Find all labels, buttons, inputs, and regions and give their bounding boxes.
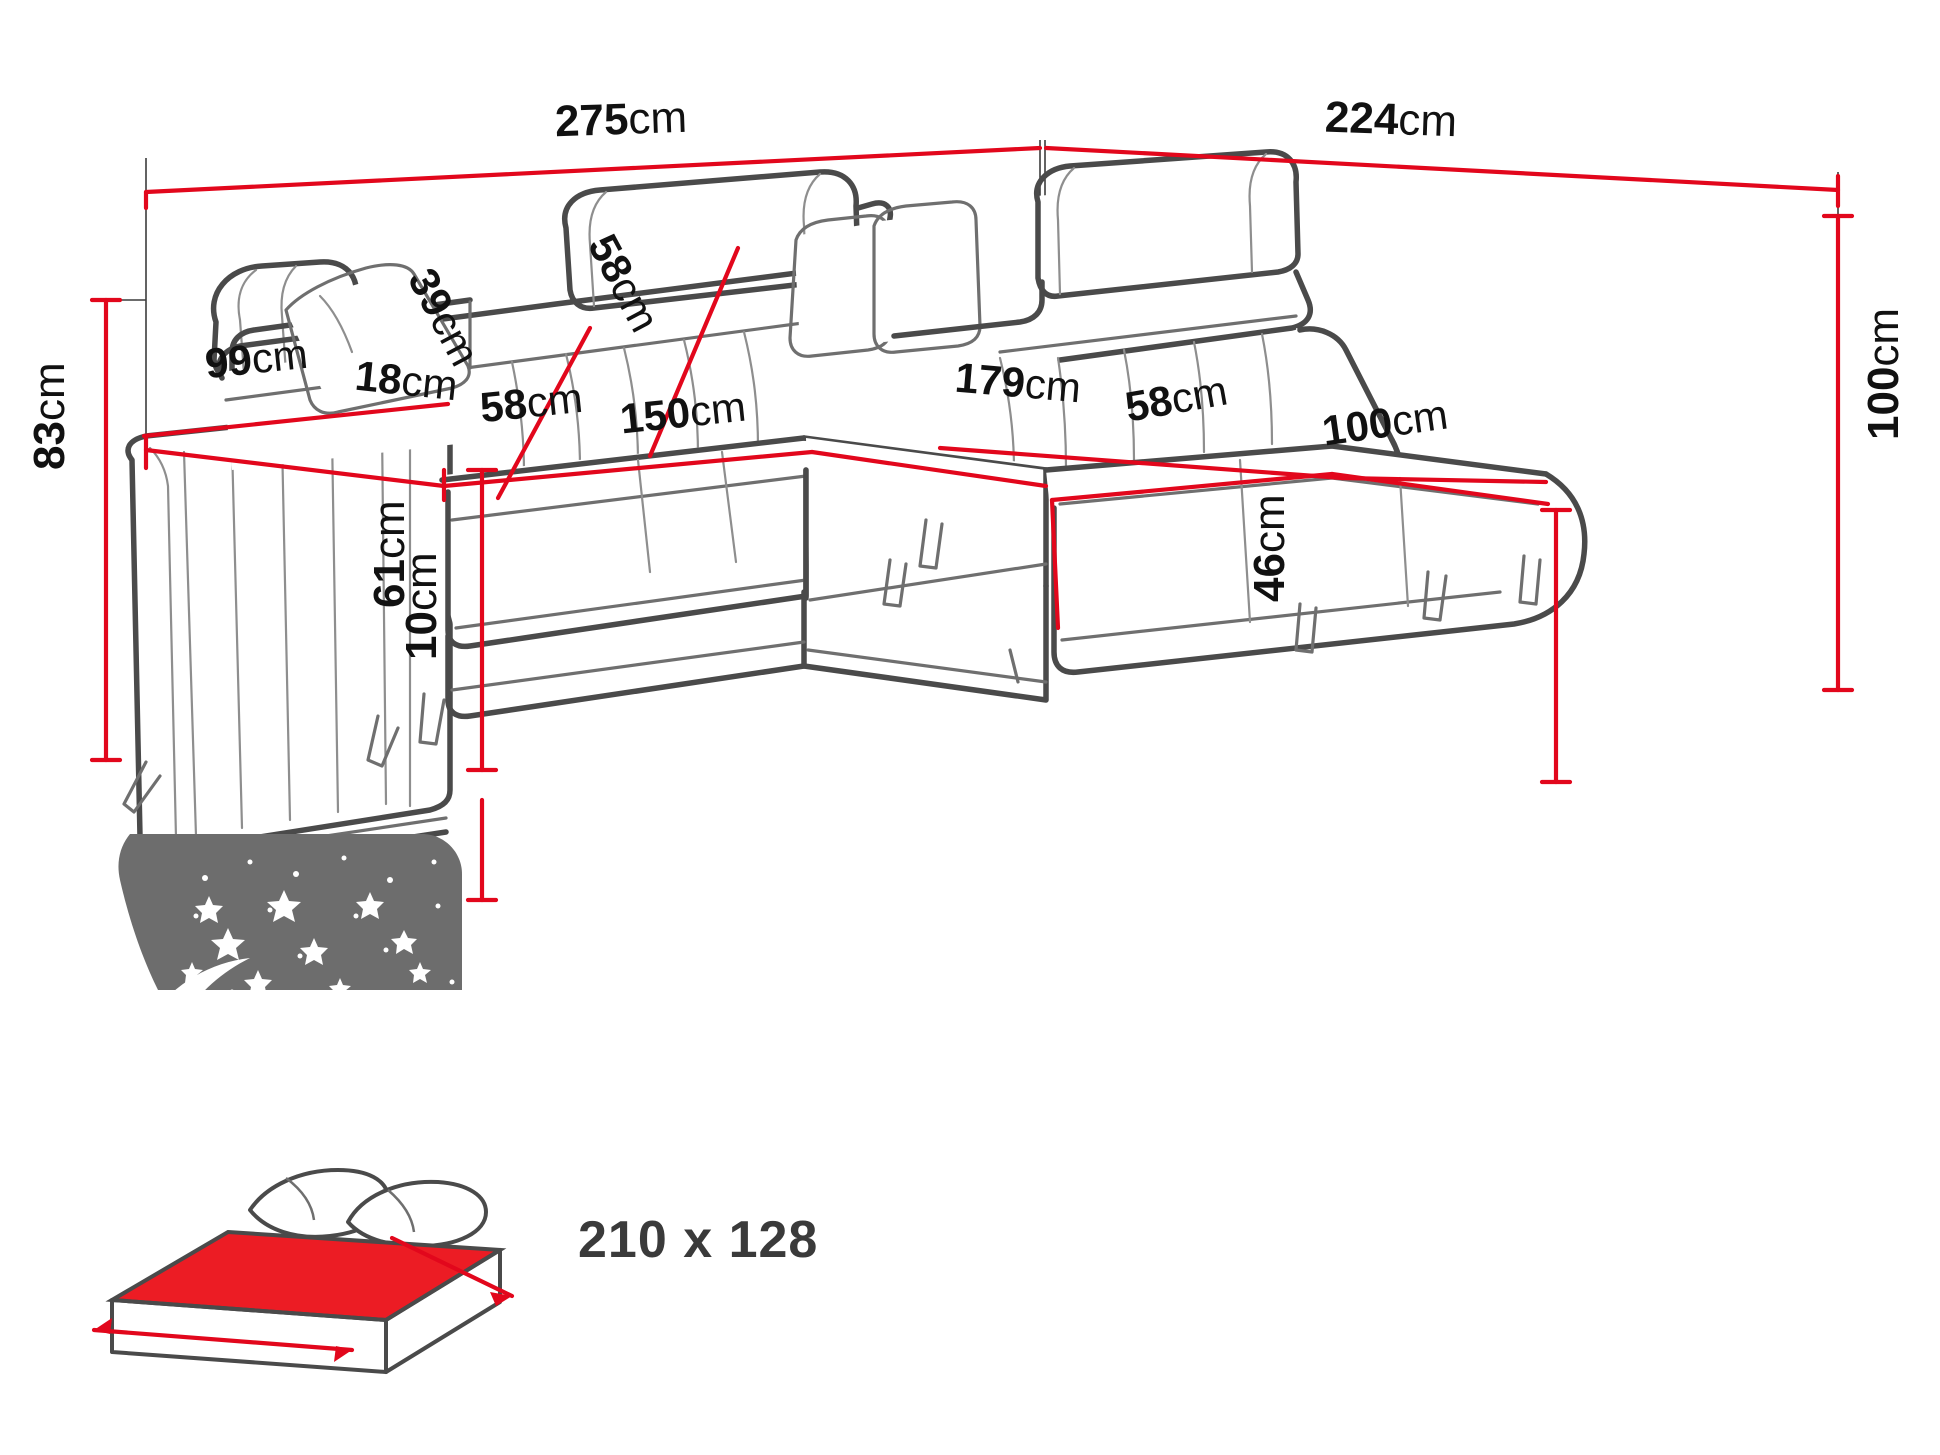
dimension-unit: cm bbox=[687, 382, 749, 436]
dimension-value: 100 bbox=[1319, 398, 1396, 455]
dimension-label-armrest-width: 18cm bbox=[352, 351, 460, 410]
dimension-unit: cm bbox=[1245, 494, 1294, 554]
sleeping-area-value: 210 x 128 bbox=[578, 1211, 819, 1269]
dimension-label-total-height-left: 83cm bbox=[25, 362, 74, 470]
sofa-legs bbox=[122, 518, 1542, 814]
dimension-value: 46 bbox=[1245, 553, 1294, 602]
dimension-label-leg-height: 10cm bbox=[397, 552, 446, 660]
dimension-unit: cm bbox=[524, 373, 585, 427]
dimension-unit: cm bbox=[1859, 307, 1908, 367]
dimension-value: 58 bbox=[1121, 376, 1176, 431]
dimension-label-seat-depth-left: 58cm bbox=[477, 373, 585, 432]
dimension-value: 10 bbox=[397, 611, 446, 660]
dimension-unit: cm bbox=[1388, 390, 1451, 445]
dimension-unit: cm bbox=[397, 552, 446, 612]
dimension-label-seat-height-right: 46cm bbox=[1245, 494, 1294, 602]
dimension-unit: cm bbox=[249, 329, 310, 383]
dimension-label-overall-width-right: 224cm bbox=[1324, 92, 1458, 147]
dimension-unit: cm bbox=[1167, 366, 1231, 423]
dimension-value: 58 bbox=[477, 379, 530, 432]
dimension-value: 100 bbox=[1859, 366, 1908, 440]
dimension-unit: cm bbox=[365, 500, 414, 560]
dimension-unit: cm bbox=[627, 92, 688, 144]
dimension-value: 18 bbox=[352, 351, 405, 404]
dimension-value: 179 bbox=[953, 353, 1028, 407]
dimension-label-overall-width-left: 275cm bbox=[554, 92, 688, 147]
stars-pattern bbox=[175, 855, 455, 1033]
dimension-unit: cm bbox=[399, 356, 460, 410]
dimension-unit: cm bbox=[1023, 359, 1083, 412]
dimension-unit: cm bbox=[1397, 95, 1458, 147]
dimension-value: 224 bbox=[1324, 92, 1400, 145]
sofa-illustration bbox=[122, 149, 1588, 878]
dimension-unit: cm bbox=[25, 362, 74, 422]
dimension-label-seat-width-right: 179cm bbox=[953, 353, 1083, 412]
pillows bbox=[248, 1168, 488, 1248]
mattress-bedding-icon bbox=[91, 834, 515, 1374]
sleeping-area-label: 210 x 128 bbox=[578, 1210, 818, 1270]
dimension-value: 83 bbox=[25, 421, 74, 470]
dimension-value: 150 bbox=[617, 388, 693, 443]
dimension-value: 99 bbox=[202, 335, 255, 388]
dimension-lines bbox=[89, 145, 1855, 903]
dimension-label-total-depth-right: 100cm bbox=[1859, 307, 1908, 440]
dimension-value: 275 bbox=[554, 94, 630, 147]
dimension-label-armrest-depth: 99cm bbox=[202, 329, 310, 388]
